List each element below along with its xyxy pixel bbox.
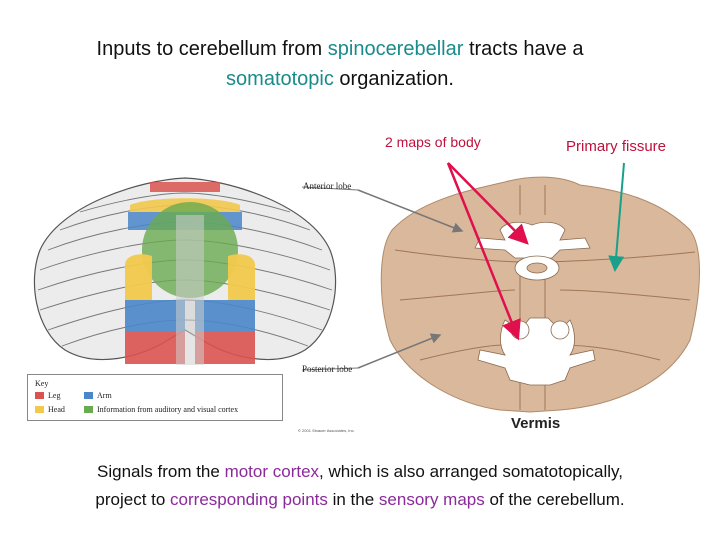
slide-footer: Signals from the motor cortex, which is … [10, 458, 710, 514]
anterior-lobe-label: Anterior lobe [303, 181, 352, 191]
primary-fissure-label: Primary fissure [566, 138, 667, 155]
head-swatch [35, 406, 44, 413]
sensory-maps-term: sensory maps [378, 490, 485, 509]
map-arrow-anterior [447, 162, 529, 245]
posterior-lobe-leader [301, 367, 359, 371]
key-item-label: Leg [48, 391, 61, 400]
posterior-lobe-label: Posterior lobe [302, 364, 353, 374]
posterior-lobe-arrow [357, 333, 442, 369]
vermis-label: Vermis [511, 415, 561, 432]
key-item-arm: Arm [84, 391, 112, 400]
title-part: tracts have a [463, 38, 584, 60]
footer-part: project to [95, 490, 171, 509]
slide-title: Inputs to cerebellum from spinocerebella… [20, 34, 660, 94]
key-item-label: Arm [97, 391, 112, 400]
key-item-auditory-visual: Information from auditory and visual cor… [84, 405, 238, 414]
footer-part: Signals from the [97, 462, 225, 481]
motor-cortex-term: motor cortex [224, 462, 320, 481]
key-item-leg: Leg [35, 391, 60, 400]
auditory-visual-swatch [84, 406, 93, 413]
cerebellum-dorsal-view [33, 177, 337, 365]
somatotopic-term: somatotopic [226, 68, 334, 90]
anterior-lobe-arrow [357, 189, 464, 233]
leg-swatch [35, 392, 44, 399]
corresponding-points-term: corresponding points [170, 490, 328, 509]
map-arrow-posterior [446, 162, 521, 341]
footer-part: , which is also arranged somatotopically… [319, 462, 623, 481]
arm-swatch [84, 392, 93, 399]
footer-part: of the cerebellum. [484, 490, 625, 509]
cerebellar-cortex-section [301, 162, 700, 413]
two-maps-label: 2 maps of body [385, 134, 481, 150]
key-item-label: Head [48, 405, 65, 414]
footer-part: in the [327, 490, 379, 509]
title-part: organization. [333, 68, 454, 90]
spinocerebellar-term: spinocerebellar [327, 38, 464, 60]
title-part: Inputs to cerebellum from [96, 38, 328, 60]
color-key: Key Leg Arm Head Information from audito… [27, 374, 283, 421]
key-item-head: Head [35, 405, 65, 414]
key-item-label: Information from auditory and visual cor… [97, 405, 239, 414]
anterior-lobe-leader [301, 186, 359, 191]
key-title: Key [35, 379, 49, 388]
fissure-arrow [608, 162, 625, 272]
anterior-body-map [474, 221, 591, 281]
copyright-text: © 2001 Sinauer Associates, Inc. [298, 428, 355, 433]
